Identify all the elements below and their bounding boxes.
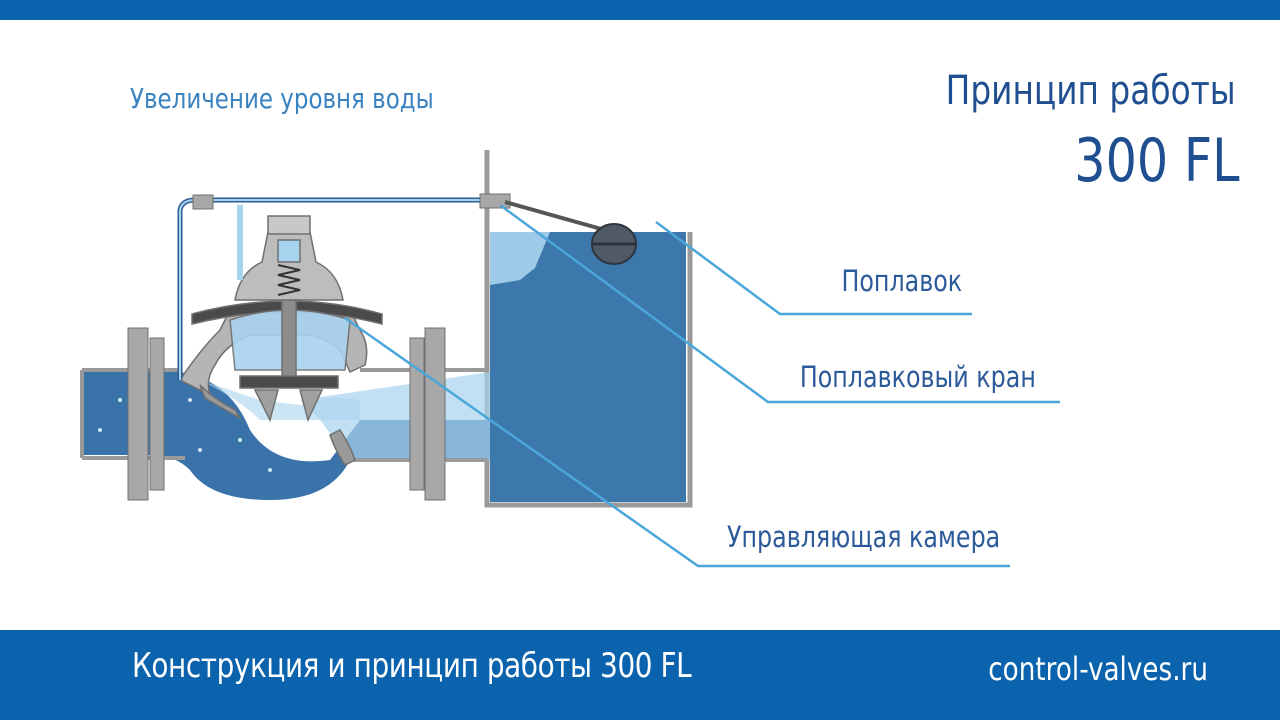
valve-diagram [80,150,1060,568]
top-bar [0,0,1280,20]
footer-caption: Конструкция и принцип работы 300 FL [132,646,692,686]
float-assembly [504,200,637,265]
tank [484,150,693,508]
diagram-subtitle: Увеличение уровня воды [130,82,434,115]
page-title-line2: 300 FL [1074,126,1240,196]
leader-lines [344,203,1060,568]
footer-bar [0,630,1280,720]
label-float-valve: Поплавковый кран [799,360,1036,394]
control-tubing [177,193,511,380]
flanges [127,327,446,501]
label-control-chamber: Управляющая камера [726,520,1000,554]
valve-body [178,215,383,466]
label-float: Поплавок [841,264,962,298]
footer-site-link[interactable]: control-valves.ru [988,650,1208,688]
page-title-line1: Принцип работы [946,68,1236,114]
